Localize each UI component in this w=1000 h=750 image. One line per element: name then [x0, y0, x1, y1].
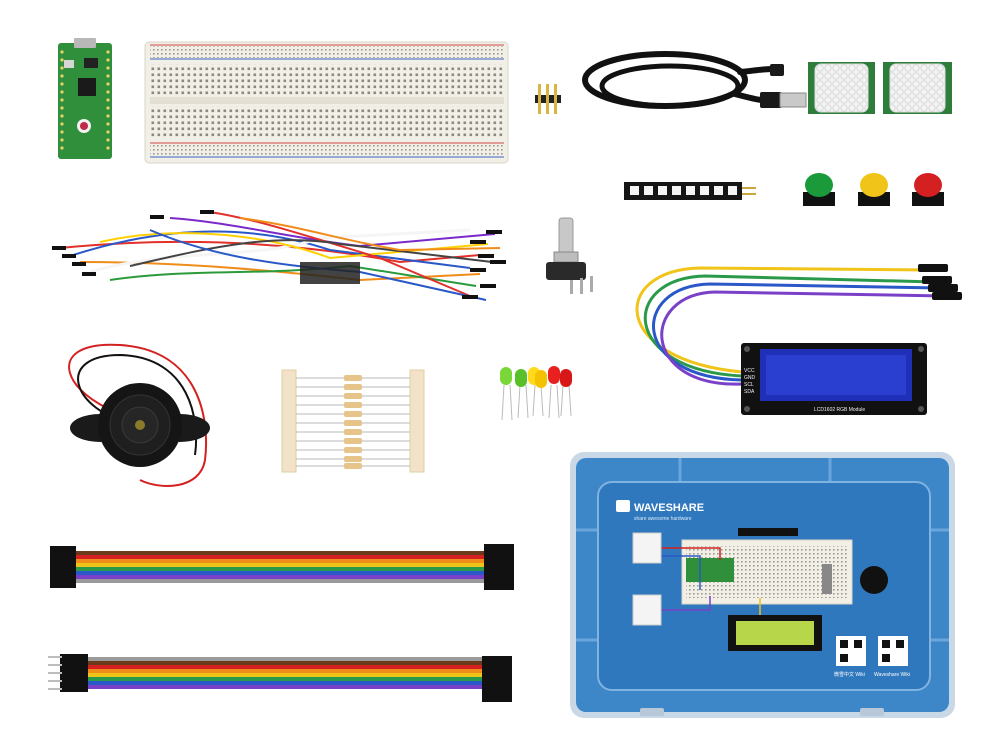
lcd1602-module: VCC GND SCL SDA LCD1602 RGB Module	[741, 343, 927, 415]
case-brand: WAVESHARE	[634, 502, 704, 514]
storage-case: WAVESHARE share awesome hardware 微雪中文 Wi…	[570, 452, 955, 718]
buzzer	[70, 383, 210, 467]
potentiometer	[546, 217, 593, 294]
usb-cable	[582, 51, 778, 109]
qr-caption-right: Waveshare Wiki	[874, 672, 910, 678]
pir-sensor-right	[883, 62, 952, 114]
resistors-strip	[281, 369, 425, 473]
ribbon-cable-bottom	[48, 654, 512, 702]
pir-sensor-left	[808, 62, 875, 114]
rgb-led-bar	[624, 182, 756, 200]
button-red	[912, 173, 944, 206]
jumper-wire-ends	[52, 210, 506, 299]
pico-board	[58, 38, 112, 159]
jumper-wires-bundle	[59, 211, 501, 301]
lcd-cable	[635, 266, 946, 386]
ribbon-cable-top	[50, 544, 514, 590]
breadboard	[144, 41, 509, 164]
lcd-cable-connectors	[918, 264, 962, 300]
lcd-pin-sda: SDA	[744, 389, 755, 395]
leds	[500, 366, 572, 421]
button-green	[803, 173, 835, 206]
lcd-model-label: LCD1602 RGB Module	[814, 407, 865, 413]
lcd-pin-gnd: GND	[744, 375, 756, 381]
lcd-pin-vcc: VCC	[744, 368, 755, 374]
usb-connectors	[760, 64, 807, 108]
lcd-pin-scl: SCL	[744, 382, 754, 388]
qr-caption-left: 微雪中文 Wiki	[834, 671, 865, 678]
pin-header	[535, 84, 561, 114]
button-yellow	[858, 173, 890, 206]
case-tagline: share awesome hardware	[634, 516, 692, 522]
